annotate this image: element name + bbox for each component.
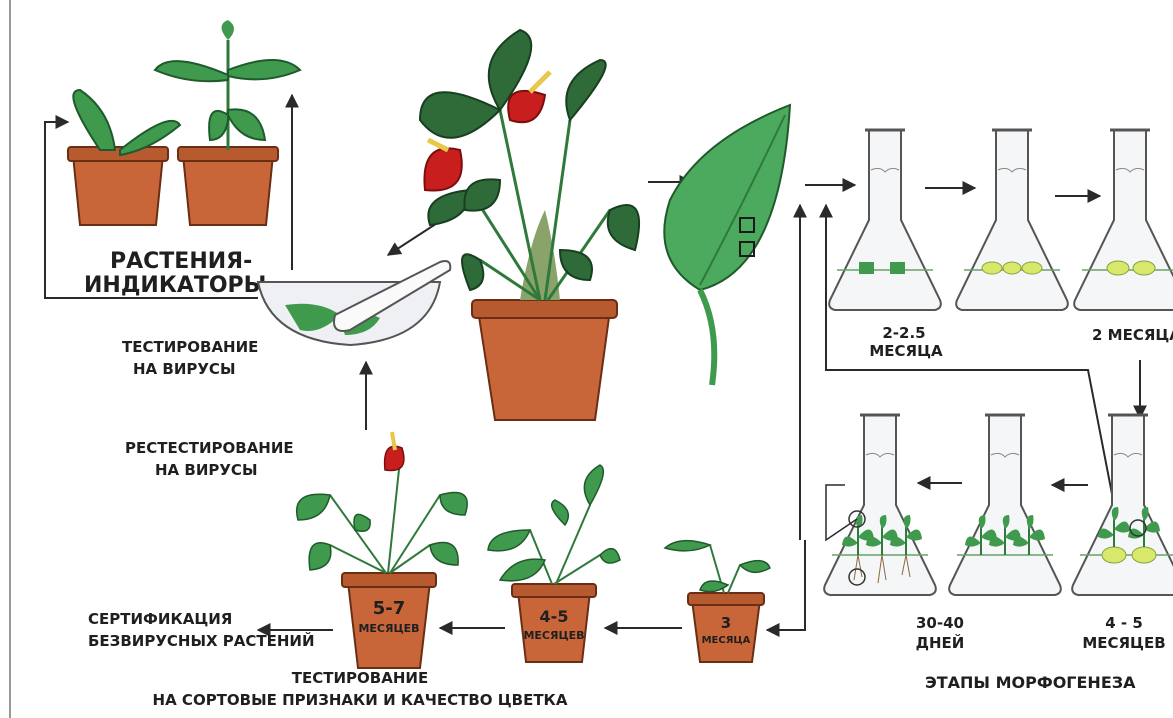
pot-large-value: 5-7: [373, 598, 406, 619]
pot-small-value: 3: [721, 614, 731, 632]
stage1-duration-value: 2-2.5: [882, 324, 925, 342]
retesting-label-2: НА ВИРУСЫ: [155, 461, 257, 479]
stage2-duration: 2 МЕСЯЦА: [1092, 326, 1173, 344]
mortar-and-pestle: [258, 261, 450, 345]
indicator-plants-label-1: РАСТЕНИЯ-: [110, 249, 252, 274]
stage4-duration-value: 30-40: [916, 614, 964, 632]
indicator-plant-1: [68, 90, 180, 225]
flask-stage2: [956, 130, 1068, 310]
virus-testing-label-1: ТЕСТИРОВАНИЕ: [122, 338, 258, 356]
variety-testing-label-1: ТЕСТИРОВАНИЕ: [292, 669, 428, 687]
certification-label-1: СЕРТИФИКАЦИЯ: [88, 610, 232, 628]
stage3-duration-unit: МЕСЯЦЕВ: [1082, 634, 1165, 652]
stage3-duration-value: 4 - 5: [1105, 614, 1143, 632]
pot-small-unit: МЕСЯЦА: [702, 635, 751, 646]
flask-stage-rooted: [824, 415, 936, 595]
stage1-duration-unit: МЕСЯЦА: [869, 342, 943, 360]
flask-stage-shoots: [949, 415, 1061, 595]
certification-label-2: БЕЗВИРУСНЫХ РАСТЕНИЙ: [88, 631, 315, 650]
retesting-label-1: РЕСТЕСТИРОВАНИЕ: [125, 439, 294, 457]
flask-to-pot-arrow: [767, 540, 805, 630]
stage4-duration-unit: ДНЕЙ: [916, 633, 965, 652]
morphogenesis-stages-title: ЭТАПЫ МОРФОГЕНЕЗА: [925, 673, 1136, 692]
flask-stage1: [829, 130, 941, 310]
mother-plant: [420, 30, 639, 420]
flask-stage-callus: [1072, 415, 1173, 595]
pot-medium-value: 4-5: [540, 607, 569, 626]
flask-stage3: [1074, 130, 1173, 310]
leaf-explant: [664, 105, 790, 385]
virus-testing-label-2: НА ВИРУСЫ: [133, 360, 235, 378]
pot-large-unit: МЕСЯЦЕВ: [358, 622, 419, 635]
variety-testing-label-2: НА СОРТОВЫЕ ПРИЗНАКИ И КАЧЕСТВО ЦВЕТКА: [153, 691, 568, 709]
indicator-plants-label-2: ИНДИКАТОРЫ: [84, 273, 266, 298]
pot-medium-unit: МЕСЯЦЕВ: [523, 629, 584, 642]
